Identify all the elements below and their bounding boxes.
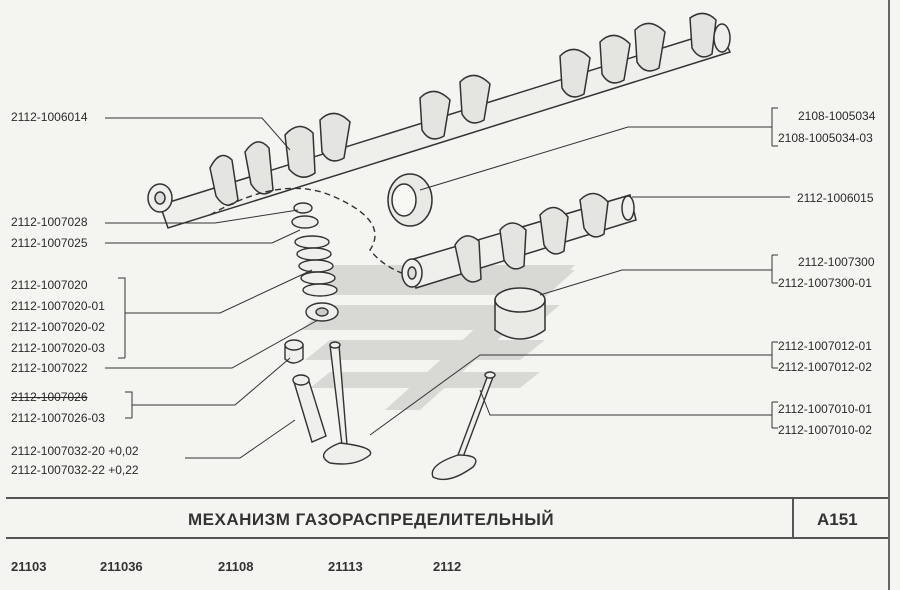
label-stem-seal-2: 2112-1007026-03	[11, 411, 105, 425]
label-valve-intake-1: 2112-1007012-01	[778, 339, 872, 353]
label-collet: 2112-1007028	[11, 215, 88, 229]
title-bar	[6, 497, 888, 539]
model-5: 2112	[433, 559, 462, 574]
assembly-dashed-line	[209, 187, 431, 281]
label-tappet-2: 2112-1007300-01	[778, 276, 872, 290]
label-spring-4: 2112-1007020-03	[11, 341, 105, 355]
exhaust-camshaft	[401, 192, 637, 289]
label-valve-exhaust-2: 2112-1007010-02	[778, 423, 872, 437]
label-camshaft-intake: 2112-1006014	[11, 110, 88, 124]
diagram-code: А151	[817, 510, 858, 529]
intake-camshaft	[147, 12, 732, 229]
model-1: 21103	[11, 559, 47, 574]
title-divider	[792, 499, 794, 537]
model-4: 21113	[328, 559, 363, 574]
label-spring-plate: 2112-1007025	[11, 236, 88, 250]
label-valve-exhaust-1: 2112-1007010-01	[778, 402, 872, 416]
label-spring-2: 2112-1007020-01	[11, 299, 105, 313]
label-camshaft-exhaust: 2112-1006015	[797, 191, 874, 205]
right-border	[888, 0, 890, 590]
label-tappet-1: 2112-1007300	[798, 255, 875, 269]
label-guide-1: 2112-1007032-20 +0,02	[11, 444, 139, 458]
oil-seal	[387, 173, 433, 227]
label-oil-seal-1: 2108-1005034	[798, 109, 876, 123]
label-spring-seat: 2112-1007022	[11, 361, 88, 375]
label-spring-3: 2112-1007020-02	[11, 320, 105, 334]
stem-seal-and-guide	[284, 339, 327, 443]
intake-valve	[322, 341, 372, 465]
leader-lines	[105, 107, 790, 459]
exhaust-valve	[431, 371, 496, 481]
label-spring-1: 2112-1007020	[11, 278, 88, 292]
label-stem-seal-1: 2112-1007026	[11, 390, 88, 404]
page-title: МЕХАНИЗМ ГАЗОРАСПРЕДЕЛИТЕЛЬНЫЙ	[188, 510, 555, 529]
label-valve-intake-2: 2112-1007012-02	[778, 360, 872, 374]
model-2: 211036	[100, 559, 143, 574]
model-3: 21108	[218, 559, 254, 574]
valve-spring-assembly	[291, 202, 339, 322]
tappet	[494, 287, 546, 340]
label-oil-seal-2: 2108-1005034-03	[778, 131, 873, 145]
label-guide-2: 2112-1007032-22 +0,22	[11, 463, 139, 477]
